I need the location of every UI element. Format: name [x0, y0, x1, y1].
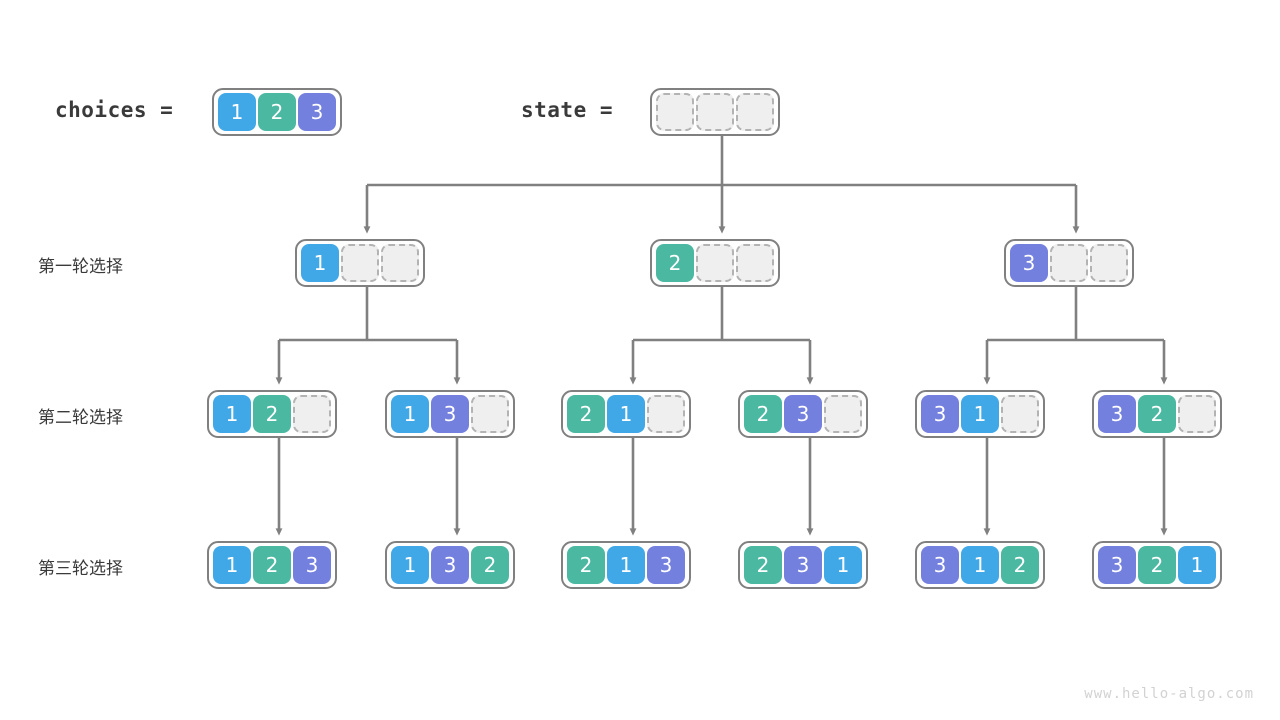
- level2-node1-cell-0: 1: [213, 395, 251, 433]
- level3-node3-cell-2: 3: [647, 546, 685, 584]
- level2-node5-cell-1: 1: [961, 395, 999, 433]
- choices-cell-1: 2: [258, 93, 296, 131]
- level2-node5-cell-2-empty: [1001, 395, 1039, 433]
- level3-node5-cell-1: 1: [961, 546, 999, 584]
- level1-node2-cell-1-empty: [696, 244, 734, 282]
- level1-node2-cell-2-empty: [736, 244, 774, 282]
- level3-node1-cell-2: 3: [293, 546, 331, 584]
- level1-node-2: 2: [650, 239, 780, 287]
- level2-node6-cell-0: 3: [1098, 395, 1136, 433]
- level3-node4-cell-0: 2: [744, 546, 782, 584]
- level1-node1-cell-2-empty: [381, 244, 419, 282]
- level1-node3-cell-2-empty: [1090, 244, 1128, 282]
- level3-node5-cell-2: 2: [1001, 546, 1039, 584]
- level2-node3-cell-2-empty: [647, 395, 685, 433]
- level2-node1-cell-1: 2: [253, 395, 291, 433]
- level2-node4-cell-0: 2: [744, 395, 782, 433]
- level3-node4-cell-2: 1: [824, 546, 862, 584]
- level3-node4-cell-1: 3: [784, 546, 822, 584]
- level1-node-1: 1: [295, 239, 425, 287]
- level3-node6-cell-1: 2: [1138, 546, 1176, 584]
- level2-node4-cell-2-empty: [824, 395, 862, 433]
- level2-node3-cell-1: 1: [607, 395, 645, 433]
- choices-cell-2: 3: [298, 93, 336, 131]
- level3-node1-cell-0: 1: [213, 546, 251, 584]
- level1-node3-cell-1-empty: [1050, 244, 1088, 282]
- level2-node4-cell-1: 3: [784, 395, 822, 433]
- row-label-round-1: 第一轮选择: [38, 257, 123, 277]
- state-cell-1-empty: [696, 93, 734, 131]
- choices-cell-0: 1: [218, 93, 256, 131]
- level2-node6-cell-1: 2: [1138, 395, 1176, 433]
- state-cell-2-empty: [736, 93, 774, 131]
- level1-node-3: 3: [1004, 239, 1134, 287]
- level3-node6-cell-0: 3: [1098, 546, 1136, 584]
- row-label-round-2: 第二轮选择: [38, 408, 123, 428]
- level2-node2-cell-1: 3: [431, 395, 469, 433]
- level3-node1-cell-1: 2: [253, 546, 291, 584]
- level3-node2-cell-0: 1: [391, 546, 429, 584]
- state-label: state =: [521, 98, 614, 122]
- level2-node2-cell-2-empty: [471, 395, 509, 433]
- level3-node2-cell-1: 3: [431, 546, 469, 584]
- level3-node3-cell-1: 1: [607, 546, 645, 584]
- state-cell-0-empty: [656, 93, 694, 131]
- level3-node2-cell-2: 2: [471, 546, 509, 584]
- level2-node2-cell-0: 1: [391, 395, 429, 433]
- state-array: [650, 88, 780, 136]
- level2-node3-cell-0: 2: [567, 395, 605, 433]
- level2-node1-cell-2-empty: [293, 395, 331, 433]
- level3-node6-cell-2: 1: [1178, 546, 1216, 584]
- level2-node6-cell-2-empty: [1178, 395, 1216, 433]
- level1-node2-cell-0: 2: [656, 244, 694, 282]
- level1-node1-cell-1-empty: [341, 244, 379, 282]
- site-watermark: www.hello-algo.com: [1084, 686, 1254, 702]
- choices-label: choices =: [55, 98, 174, 122]
- level1-node1-cell-0: 1: [301, 244, 339, 282]
- level3-node3-cell-0: 2: [567, 546, 605, 584]
- level3-node5-cell-0: 3: [921, 546, 959, 584]
- level2-node5-cell-0: 3: [921, 395, 959, 433]
- level1-node3-cell-0: 3: [1010, 244, 1048, 282]
- row-label-round-3: 第三轮选择: [38, 559, 123, 579]
